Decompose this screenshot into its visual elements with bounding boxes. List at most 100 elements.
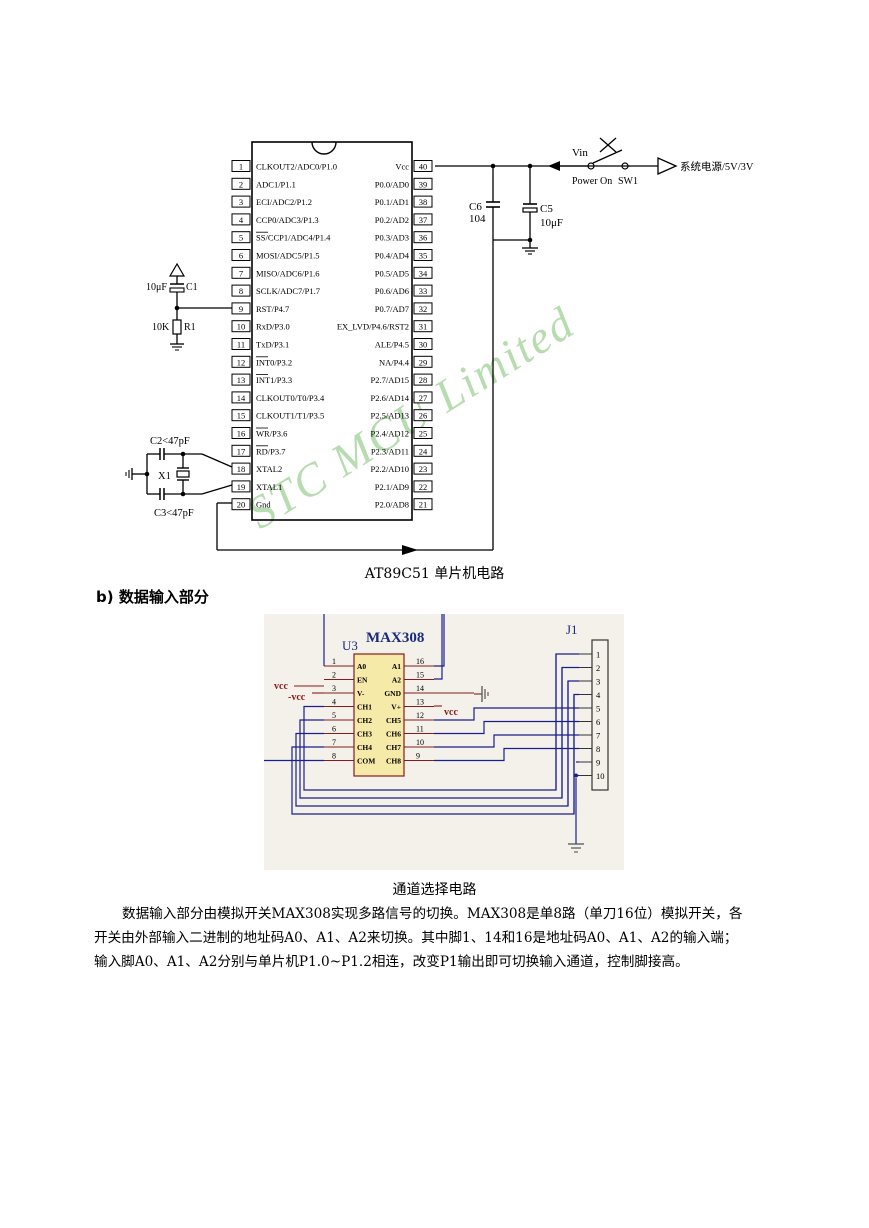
pin-number: 11	[237, 340, 245, 350]
pin-label: CH3	[357, 730, 372, 739]
max308-pins: 1A02EN3V-4CH15CH26CH37CH48COM16A115A214G…	[324, 657, 434, 766]
max308-body	[353, 653, 405, 777]
pin-label: WR/P3.6	[256, 429, 287, 439]
pin-number: 10	[237, 322, 246, 332]
c1-name: C1	[186, 282, 198, 293]
c5-name: C5	[540, 203, 553, 215]
pin-number: 3	[332, 684, 336, 693]
pin-box	[231, 409, 251, 422]
pin-number: 14	[237, 393, 246, 403]
pin-number: 5	[239, 233, 243, 243]
pin-label: RST/P4.7	[256, 304, 289, 314]
figure-caption-1: AT89C51 单片机电路	[364, 566, 505, 582]
pin-number: 6	[332, 725, 336, 734]
conn-pin-number: 3	[596, 677, 600, 687]
pin-label: V+	[391, 703, 401, 712]
vin-label: Vin	[572, 147, 588, 159]
pin-label: GND	[384, 689, 401, 698]
pin-number: 25	[419, 429, 428, 439]
pin-label: A1	[392, 662, 401, 671]
pin-number: 36	[419, 233, 428, 243]
pin-box	[413, 195, 433, 208]
pin-box	[231, 320, 251, 333]
pin-label: CLKOUT1/T1/P3.5	[256, 411, 324, 421]
pin-label: CLKOUT2/ADC0/P1.0	[256, 162, 337, 172]
pin-label: XTAL1	[256, 482, 282, 492]
pin-label: INT1/P3.3	[256, 375, 292, 385]
pin-number: 38	[419, 197, 428, 207]
pin-number: 40	[419, 162, 428, 172]
pin-number: 39	[419, 179, 428, 189]
pin-number: 12	[237, 357, 246, 367]
pin-label: COM	[357, 757, 375, 766]
supply-label: 系统电源/5V/3V	[680, 160, 754, 173]
pin-label: P2.1/AD9	[375, 482, 409, 492]
r1-name: R1	[184, 322, 196, 333]
pin-label: ALE/P4.5	[375, 340, 409, 350]
pin-label: P2.5/AD13	[371, 411, 410, 421]
pin-box	[413, 444, 433, 457]
conn-pin-number: 5	[596, 704, 600, 714]
pin-label: A2	[392, 676, 401, 685]
section-heading-b: b) 数据输入部分	[96, 588, 209, 606]
pin-label: ECI/ADC2/P1.2	[256, 197, 312, 207]
pin-label: A0	[357, 662, 366, 671]
conn-ref: J1	[566, 622, 578, 637]
pin-label: INT0/P3.2	[256, 357, 292, 367]
channel-wires	[264, 614, 579, 815]
pin-label: RD/P3.7	[256, 446, 286, 456]
pin-number: 31	[419, 322, 428, 332]
pin-box	[413, 409, 433, 422]
pin-number: 3	[239, 197, 243, 207]
max308-schematic: U3 MAX308 1A02EN3V-4CH15CH26CH37CH48COM1…	[264, 614, 624, 870]
pin-number: 23	[419, 464, 428, 474]
pin-box	[231, 213, 251, 226]
pin-number: 5	[332, 711, 336, 720]
pin-box	[231, 480, 251, 493]
pin-box	[413, 338, 433, 350]
pin-box	[231, 231, 251, 244]
pin-label: SS/CCP1/ADC4/P1.4	[256, 233, 331, 243]
pin-label: EX_LVD/P4.6/RST2	[337, 322, 409, 332]
pin-number: 21	[419, 500, 428, 510]
c2-label: C2<47pF	[150, 436, 190, 447]
conn-pin-number: 2	[596, 663, 600, 673]
pin-label: TxD/P3.1	[256, 340, 289, 350]
pin-number: 1	[332, 657, 336, 666]
conn-pin-number: 9	[596, 758, 600, 768]
pin-number: 8	[239, 286, 243, 296]
vcc-neg: -vcc	[288, 692, 306, 703]
pin-box	[413, 498, 433, 511]
pin-box	[413, 249, 433, 261]
figure-caption-2: 通道选择电路	[392, 882, 477, 898]
pin-number: 11	[416, 725, 424, 734]
pin-box	[413, 373, 433, 386]
pin-label: CH6	[386, 730, 401, 739]
pin-number: 24	[419, 446, 428, 456]
pin-box	[231, 284, 251, 297]
pin-number: 27	[419, 393, 428, 403]
pin-box	[413, 213, 433, 226]
chip-ref: U3	[342, 638, 358, 653]
pin-number: 9	[239, 304, 243, 314]
pin-label: P2.2/AD10	[371, 464, 410, 474]
pin-label: CH1	[357, 703, 372, 712]
pin-label: SCLK/ADC7/P1.7	[256, 286, 320, 296]
pin-box	[231, 498, 251, 511]
pin-number: 12	[416, 711, 424, 720]
pin-number: 16	[416, 657, 424, 666]
pin-number: 8	[332, 752, 336, 761]
c3-label: C3<47pF	[154, 508, 194, 519]
pin-label: EN	[357, 676, 368, 685]
pin-box	[413, 480, 433, 493]
pin-box	[231, 160, 251, 172]
pin-box	[413, 160, 433, 172]
pin-box	[413, 231, 433, 244]
pin-label: Vcc	[395, 162, 409, 172]
pin-box	[413, 427, 433, 439]
pin-box	[413, 355, 433, 368]
pin-box	[231, 427, 251, 439]
